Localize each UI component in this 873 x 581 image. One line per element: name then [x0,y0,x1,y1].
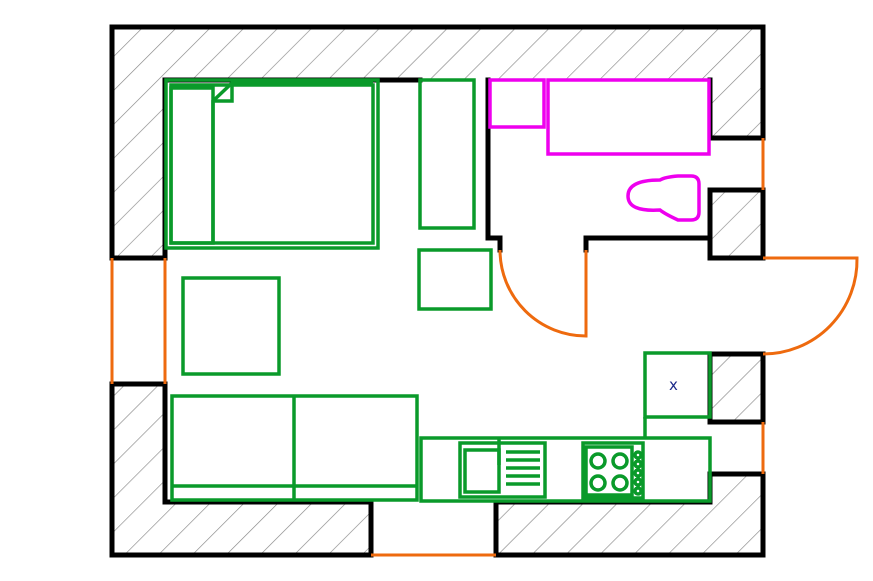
outer-wall-hatch [112,27,763,555]
windows [110,138,765,557]
bathroom-walls [485,77,713,261]
bed-blanket [211,81,373,243]
kitchen-counter [419,351,712,503]
bottom-window-opening [371,500,496,558]
stove [581,441,645,500]
right-door-opening [708,258,766,354]
bed-pillow [169,86,215,245]
wardrobe [418,78,476,230]
table [181,276,281,376]
toilet [626,174,701,222]
bed [164,78,380,250]
side-cabinet [417,248,493,311]
bathroom-door-swing [498,249,588,338]
entrance-door-swing [762,256,859,356]
washbasin [488,78,546,129]
left-window-opening [109,258,167,384]
bathtub [546,78,711,156]
inner-walls [109,77,766,558]
appliance-mark: x [669,376,678,394]
kitchen-window-opening [708,422,766,474]
kitchen-sink [458,437,547,499]
bathroom-window-opening [708,138,766,190]
fridge [643,351,712,419]
sofa [170,394,419,502]
outer-walls [109,24,766,558]
